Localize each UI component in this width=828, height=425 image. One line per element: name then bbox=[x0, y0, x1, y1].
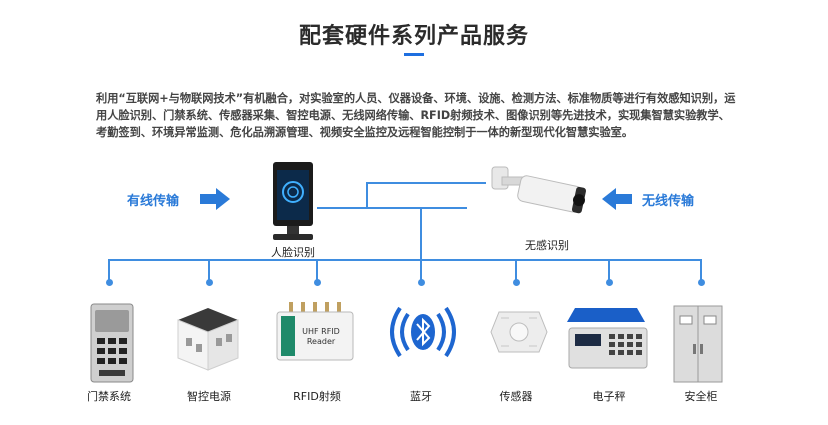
drop-line-4 bbox=[515, 259, 517, 281]
drop-dot-2 bbox=[313, 279, 321, 286]
drop-dot-3 bbox=[417, 279, 425, 286]
device-label-bluetooth: 蓝牙 bbox=[410, 390, 432, 403]
device-label-camera: 无感识别 bbox=[525, 239, 569, 252]
access-panel-icon bbox=[90, 303, 134, 383]
top-connector bbox=[317, 207, 467, 209]
camera-connector bbox=[366, 182, 486, 184]
device-label-sensor: 传感器 bbox=[499, 390, 533, 403]
drop-line-2 bbox=[316, 259, 318, 281]
arrow-left-icon bbox=[602, 188, 632, 210]
bus-line bbox=[108, 259, 700, 261]
bluetooth-icon bbox=[390, 306, 456, 358]
arrow-right-icon bbox=[200, 188, 230, 210]
drop-line-6 bbox=[700, 259, 702, 281]
drop-line-3 bbox=[420, 259, 422, 281]
drop-line-0 bbox=[108, 259, 110, 281]
wireless-transmission-label: 无线传输 bbox=[642, 194, 695, 209]
drop-line-5 bbox=[608, 259, 610, 281]
device-label-power-cube: 智控电源 bbox=[187, 390, 231, 403]
drop-dot-6 bbox=[697, 279, 705, 286]
face-terminal-icon bbox=[273, 162, 313, 240]
rfid-reader-brand: UHF RFID bbox=[302, 327, 340, 336]
drop-dot-5 bbox=[605, 279, 613, 286]
rfid-reader-model: Reader bbox=[307, 337, 336, 346]
rfid-reader-icon: UHF RFID Reader bbox=[276, 302, 354, 361]
device-label-access-panel: 门禁系统 bbox=[87, 390, 131, 403]
power-cube-icon bbox=[177, 308, 239, 371]
title-underline bbox=[404, 53, 424, 56]
drop-dot-0 bbox=[105, 279, 113, 286]
safety-cabinet-icon bbox=[673, 305, 723, 383]
bullet-camera-icon bbox=[491, 166, 587, 214]
device-label-scale: 电子秤 bbox=[592, 390, 626, 403]
intro-paragraph: 利用“互联网+与物联网技术”有机融合，对实验室的人员、仪器设备、环境、设施、检测… bbox=[96, 92, 736, 139]
device-label-face: 人脸识别 bbox=[271, 246, 315, 259]
drop-dot-4 bbox=[512, 279, 520, 286]
page-title: 配套硬件系列产品服务 bbox=[298, 24, 529, 49]
main-stem bbox=[420, 207, 422, 259]
drop-line-1 bbox=[208, 259, 210, 281]
sensor-icon bbox=[490, 311, 548, 353]
top-stem bbox=[366, 182, 368, 208]
scale-icon bbox=[567, 308, 648, 369]
drop-dot-1 bbox=[205, 279, 213, 286]
wired-transmission-label: 有线传输 bbox=[127, 194, 180, 209]
device-label-safety-cabinet: 安全柜 bbox=[684, 390, 718, 403]
device-label-rfid-reader: RFID射频 bbox=[293, 390, 341, 403]
